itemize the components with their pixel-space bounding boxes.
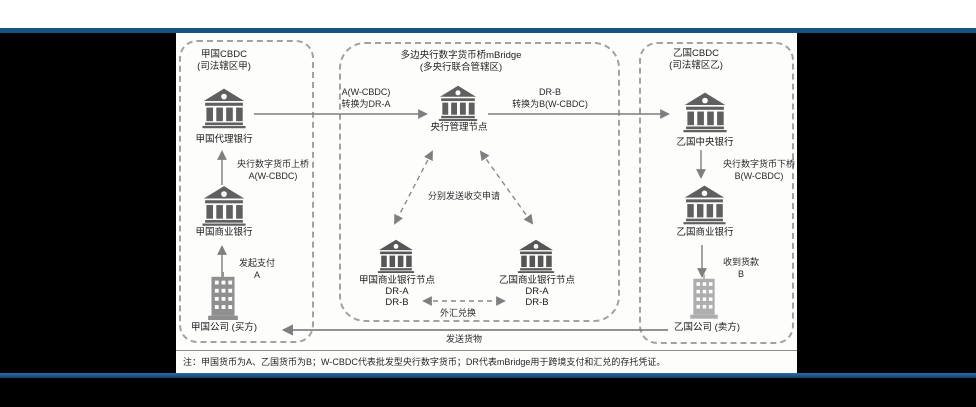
flow-request-label: 分别发送收交申请 (427, 191, 500, 201)
flow-onbridge-line1: 央行数字货币上桥 (236, 159, 309, 169)
bank-node-a-dr2: DR-B (385, 297, 409, 308)
agent-bank-a-icon (202, 86, 246, 130)
flow-goods-label: 发送货物 (445, 334, 482, 344)
company-b-label: 乙国公司 (卖方) (674, 322, 740, 333)
bank-node-b-dr1: DR-A (525, 286, 549, 297)
flow-convert-a-line1: A(W-CBDC) (341, 87, 391, 97)
central-bank-b-icon (683, 91, 727, 133)
flow-offbridge-label: 央行数字货币下桥 B(W-CBDC) (722, 159, 796, 182)
company-b-icon (688, 273, 720, 320)
flow-initiate-line2: A (253, 269, 260, 280)
note-separator-line (176, 350, 797, 351)
commercial-bank-b-label: 乙国商业银行 (676, 227, 734, 238)
bank-node-b-name: 乙国商业银行节点 (498, 275, 575, 286)
region-mbridge-box (339, 42, 620, 322)
region-country-b-title-line2: (司法辖区乙) (669, 60, 723, 71)
bank-node-b-dr2: DR-B (525, 297, 549, 308)
flow-fx-label: 外汇兑换 (439, 308, 476, 318)
central-node-icon (435, 85, 481, 121)
top-white-band (0, 0, 976, 28)
flow-receive-label: 收到货款 B (701, 257, 781, 280)
bank-node-a-icon (375, 239, 417, 273)
region-country-b-title-line1: 乙国CBDC (673, 48, 719, 59)
bank-node-b-icon (515, 239, 557, 273)
region-country-a-title-line2: (司法辖区甲) (197, 61, 251, 72)
region-country-a-title: 甲国CBDC (司法辖区甲) (179, 49, 269, 73)
flow-onbridge-label: 央行数字货币上桥 A(W-CBDC) (228, 159, 318, 182)
region-mbridge-title: 多边央行数字货币桥mBridge (多央行联合管辖区) (391, 50, 531, 74)
flow-convert-b-line1: DR-B (539, 87, 561, 97)
diagram-panel: 甲国CBDC (司法辖区甲) 多边央行数字货币桥mBridge (多央行联合管辖… (176, 33, 797, 373)
agent-bank-a-label: 甲国代理银行 (195, 134, 253, 145)
flow-initiate-label: 发起支付 A (217, 258, 297, 281)
region-country-b-box (639, 42, 794, 344)
region-country-a-box (179, 40, 314, 343)
region-mbridge-title-line1: 多边央行数字货币桥mBridge (400, 50, 522, 61)
central-bank-b-label: 乙国中央银行 (676, 137, 734, 148)
top-accent-bar (0, 28, 976, 33)
bank-node-a-label: 甲国商业银行节点 DR-A DR-B (348, 275, 446, 308)
arrow-request-node-a (394, 150, 433, 225)
region-country-b-title: 乙国CBDC (司法辖区乙) (651, 48, 741, 72)
arrow-request-node-b (479, 150, 534, 225)
flow-arrows-layer (217, 109, 707, 336)
flow-receive-line2: B (737, 268, 744, 279)
flow-offbridge-line1: 央行数字货币下桥 (722, 159, 795, 169)
commercial-bank-a-label: 甲国商业银行 (195, 227, 253, 238)
flow-convert-b-line2: 转换为B(W-CBDC) (512, 98, 588, 109)
flow-convert-b-label: DR-B 转换为B(W-CBDC) (500, 87, 600, 110)
bank-node-b-label: 乙国商业银行节点 DR-A DR-B (488, 275, 586, 308)
region-mbridge-title-line2: (多央行联合管辖区) (419, 62, 503, 73)
flow-convert-a-label: A(W-CBDC) 转换为DR-A (320, 87, 412, 110)
company-a-icon (205, 272, 241, 320)
bank-node-a-name: 甲国商业银行节点 (358, 275, 435, 286)
bank-node-a-dr1: DR-A (385, 286, 409, 297)
flow-onbridge-line2: A(W-CBDC) (248, 170, 298, 181)
flow-offbridge-line2: B(W-CBDC) (734, 170, 784, 181)
note-text: 注：甲国货币为A、乙国货币为B；W-CBDC代表批发型央行数字货币；DR代表mB… (183, 357, 666, 367)
commercial-bank-a-icon (202, 185, 246, 226)
central-node-label: 央行管理节点 (430, 122, 488, 133)
flow-initiate-line1: 发起支付 (238, 258, 275, 268)
flow-convert-a-line2: 转换为DR-A (341, 98, 391, 109)
commercial-bank-b-icon (683, 184, 726, 225)
company-a-label: 甲国公司 (买方) (191, 322, 257, 333)
region-country-a-title-line1: 甲国CBDC (201, 49, 247, 60)
bottom-accent-bar (0, 373, 976, 378)
flow-receive-line1: 收到货款 (722, 257, 759, 267)
